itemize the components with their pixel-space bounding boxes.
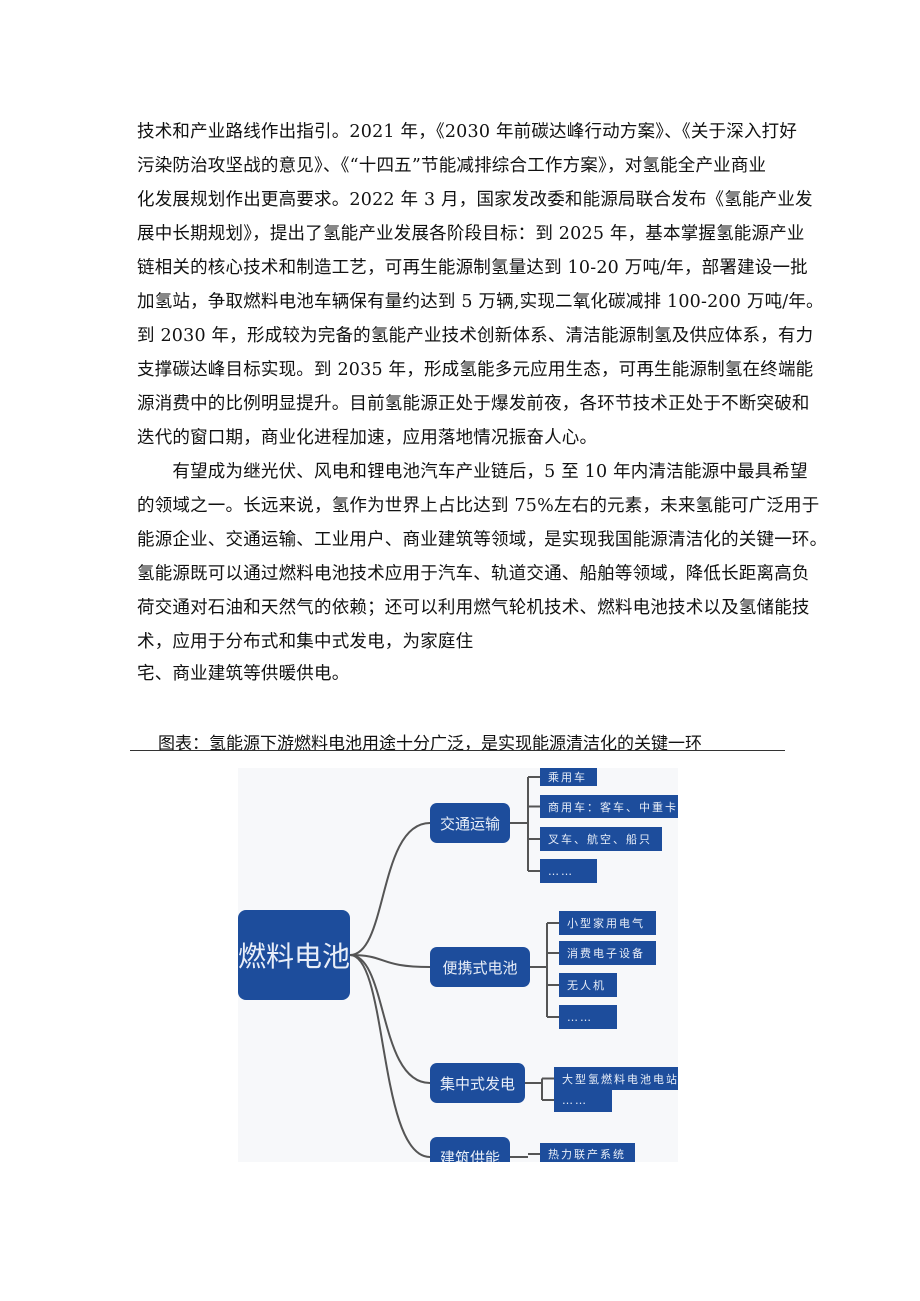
- text-line: 化发展规划作出更高要求。2022 年 3 月，国家发改委和能源局联合发布《氢能产…: [137, 190, 813, 210]
- root-node: 燃料电池: [238, 910, 350, 1000]
- leaf-node: 热力联产系统: [540, 1143, 635, 1162]
- leaf-node: 消费电子设备: [559, 941, 656, 965]
- leaf-node: ……: [554, 1088, 612, 1112]
- text-line: 迭代的窗口期，商业化进程加速，应用落地情况振奋人心。: [137, 428, 598, 448]
- text-line: 展中长期规划》，提出了氢能产业发展各阶段目标：到 2025 年，基本掌握氢能源产…: [137, 224, 805, 244]
- connector-line: [349, 822, 431, 956]
- text-line: 荷交通对石油和天然气的依赖；还可以利用燃气轮机技术、燃料电池技术以及氢储能技: [137, 598, 810, 618]
- mindmap-connectors: [349, 776, 559, 1158]
- text-line: 源消费中的比例明显提升。目前氢能源正处于爆发前夜，各环节技术正处于不断突破和: [137, 394, 810, 414]
- text-line: 技术和产业路线作出指引。2021 年，《2030 年前碳达峰行动方案》、《关于深…: [137, 122, 798, 142]
- fuel-cell-mindmap: 燃料电池 交通运输 乘用车商用车：客车、中重卡叉车、航空、船只 …… 便携式电池 小型家用…: [238, 768, 678, 1162]
- text-line: 到 2030 年，形成较为完备的氢能产业技术创新体系、清洁能源制氢及供应体系，有…: [137, 326, 814, 346]
- text-line: 链相关的核心技术和制造工艺，可再生能源制氢量达到 10-20 万吨/年，部署建设…: [137, 258, 808, 278]
- figure-caption: 图表：氢能源下游燃料电池用途十分广泛，是实现能源清洁化的关键一环: [158, 734, 702, 754]
- text-line: 的领域之一。长远来说，氢作为世界上占比达到 75%左右的元素，未来氢能可广泛用于: [137, 496, 820, 516]
- leaf-node: 叉车、航空、船只: [540, 827, 662, 851]
- connector-line: [349, 954, 431, 1084]
- branch-node: 建筑供能: [430, 1137, 510, 1162]
- connector-line: [349, 954, 431, 1158]
- text-line: 氢能源既可以通过燃料电池技术应用于汽车、轨道交通、船舶等领域，降低长距离高负: [137, 564, 810, 584]
- caption-divider: [130, 750, 785, 751]
- leaf-node: 小型家用电气: [559, 911, 656, 935]
- leaf-node: 大型氢燃料电池电站: [554, 1067, 678, 1090]
- leaf-node: 无人机: [559, 973, 617, 997]
- text-line: 加氢站，争取燃料电池车辆保有量约达到 5 万辆,实现二氧化碳减排 100-200…: [137, 292, 824, 312]
- text-line: 支撑碳达峰目标实现。到 2035 年，形成氢能多元应用生态，可再生能源制氢在终端…: [137, 360, 814, 380]
- text-line: 污染防治攻坚战的意见》、《“十四五”节能减排综合工作方案》，对氢能全产业商业: [137, 156, 767, 176]
- leaf-node: 商用车：客车、中重卡: [540, 795, 678, 818]
- leaf-node: 乘用车: [540, 768, 597, 786]
- branch-node: 交通运输: [430, 803, 510, 843]
- text-line: 术，应用于分布式和集中式发电，为家庭住: [137, 632, 474, 652]
- branch-node: 便携式电池: [430, 947, 530, 987]
- leaf-node: ……: [540, 859, 597, 883]
- text-line: 有望成为继光伏、风电和锂电池汽车产业链后，5 至 10 年内清洁能源中最具希望: [137, 462, 808, 482]
- text-line: 能源企业、交通运输、工业用户、商业建筑等领域，是实现我国能源清洁化的关键一环。: [137, 530, 828, 550]
- text-line: 宅、商业建筑等供暖供电。: [137, 664, 350, 684]
- leaf-node: ……: [559, 1005, 617, 1029]
- connector-line: [349, 954, 431, 968]
- branch-node: 集中式发电: [430, 1063, 525, 1103]
